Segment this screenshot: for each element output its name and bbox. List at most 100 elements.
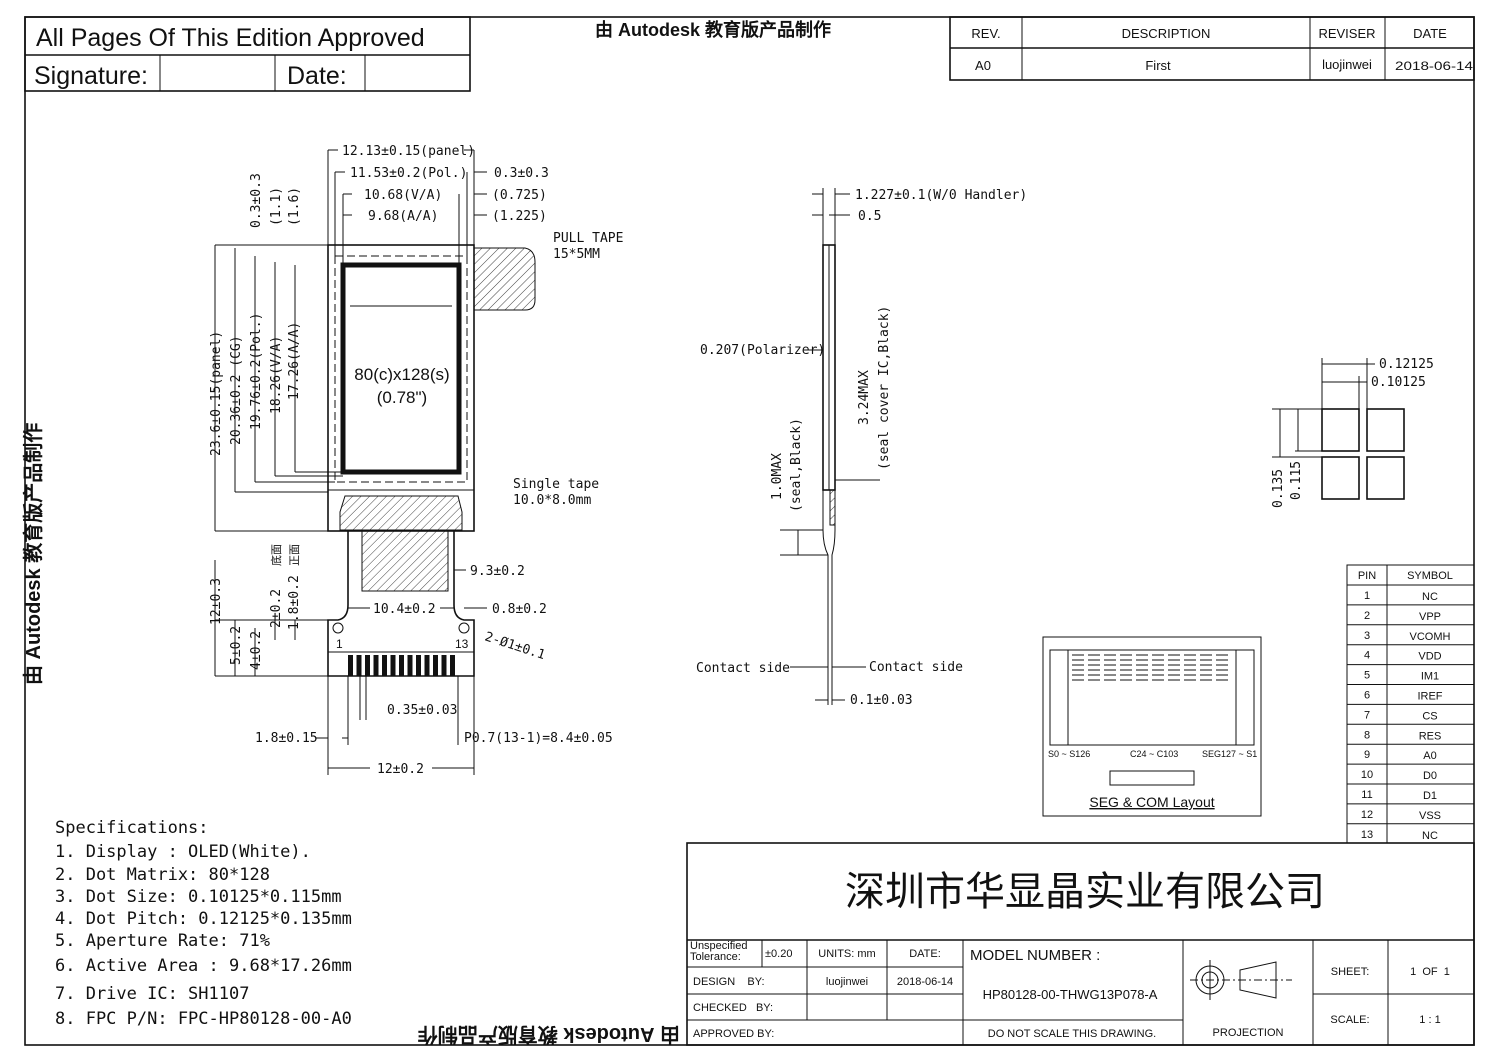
spec-title: Specifications: [55, 818, 209, 838]
pin-symbol: CS [1422, 710, 1437, 722]
pin-number: 10 [1361, 769, 1373, 781]
dim-1-1: (1.1) [269, 187, 284, 226]
dim-fpc-total-width: 12±0.2 [377, 762, 424, 777]
pin-number: 11 [1361, 789, 1372, 801]
contact-side-right: Contact side [869, 660, 963, 675]
pin-number: 4 [1364, 650, 1370, 662]
specifications: Specifications: 1. Display : OLED(White)… [55, 818, 352, 1029]
model-number-label: MODEL NUMBER : [970, 947, 1100, 964]
pin-symbol: NC [1422, 591, 1438, 603]
model-number: HP80128-00-THWG13P078-A [983, 987, 1158, 1002]
pin-symbol: VCOMH [1410, 631, 1451, 643]
pin-number: 5 [1364, 670, 1370, 682]
no-scale-note: DO NOT SCALE THIS DRAWING. [988, 1028, 1157, 1040]
dim-dot-size-y: 0.115 [1289, 461, 1304, 500]
pin-symbol: D0 [1423, 770, 1437, 782]
tolerance-label-box: Unspecified Tolerance: [690, 941, 747, 963]
dim-pol-height: 19.76±0.2(Pol.) [249, 313, 264, 430]
dim-dot-pitch-x: 0.12125 [1379, 357, 1434, 372]
dim-polarizer: 0.207(Polarizer) [700, 343, 825, 358]
single-tape-label: Single tape [513, 477, 599, 492]
fpc-contact [399, 655, 404, 676]
dim-aa-height: 17.26(A/A) [287, 322, 302, 400]
pin-number: 3 [1364, 630, 1370, 642]
fpc-contacts [348, 655, 455, 676]
dim-1225: (1.225) [492, 209, 547, 224]
fpc-contact [450, 655, 455, 676]
dim-0725: (0.725) [492, 188, 547, 203]
dim-0-5: 0.5 [858, 209, 881, 224]
approval-title: All Pages Of This Edition Approved [36, 24, 425, 52]
pull-tape-label: PULL TAPE [553, 231, 623, 246]
spec-item: 7. Drive IC: SH1107 [55, 984, 249, 1004]
fpc-contact [356, 655, 362, 676]
fpc-contact [416, 655, 421, 676]
dim-dot-size-x: 0.10125 [1371, 375, 1426, 390]
seg-com-layout: S0 ~ S126 C24 ~ C103 SEG127 ~ S1 SEG & C… [1042, 636, 1262, 817]
pin-symbol: D1 [1423, 790, 1437, 802]
dim-pitch: P0.7(13-1)=8.4±0.05 [464, 731, 613, 746]
pin-mark-13: 13 [455, 637, 469, 651]
date-label-block: DATE: [909, 948, 941, 960]
dim-va-height: 18.26(V/A) [269, 336, 284, 414]
dim-pol-width: 11.53±0.2(Pol.) [350, 166, 467, 181]
front-side-label: 正面 [288, 544, 301, 566]
designer: luojinwei [826, 976, 868, 988]
front-view: 80(c)x128(s) (0.78") 1 13 [209, 144, 623, 777]
watermark-bottom: 由 Autodesk 教育版产品制作 [418, 1023, 680, 1047]
pin-number: 2 [1364, 610, 1370, 622]
spec-item: 2. Dot Matrix: 80*128 [55, 865, 270, 885]
projection-label: PROJECTION [1213, 1027, 1284, 1039]
diagonal-label: (0.78") [377, 388, 427, 407]
fpc-contact [407, 655, 413, 676]
dim-0-8: 0.8±0.2 [492, 602, 547, 617]
dim-1-6: (1.6) [287, 187, 302, 226]
fpc-contact [348, 655, 353, 676]
com-label: C24 ~ C103 [1130, 749, 1178, 759]
dim-5: 5±0.2 [229, 626, 244, 665]
sheet-label: SHEET: [1331, 966, 1370, 978]
watermark-top: 由 Autodesk 教育版产品制作 [595, 19, 831, 40]
sheet-value: 1 OF 1 [1410, 966, 1450, 978]
matrix-label: 80(c)x128(s) [354, 365, 449, 384]
active-area [340, 262, 462, 475]
spec-item: 5. Aperture Rate: 71% [55, 931, 270, 951]
pin-header: PIN [1358, 570, 1376, 582]
design-by-label: DESIGN BY: [693, 976, 765, 988]
pin-number: 9 [1364, 749, 1370, 761]
tolerance-value: ±0.20 [765, 948, 792, 960]
company-name: 深圳市华显晶实业有限公司 [845, 869, 1325, 915]
approval-box: All Pages Of This Edition Approved Signa… [24, 16, 471, 92]
description-value: First [1145, 58, 1171, 73]
pin-symbol: IREF [1417, 691, 1442, 703]
pin-symbol: IM1 [1421, 671, 1439, 683]
fpc-contact [382, 655, 387, 676]
dim-fpc-width: 9.3±0.2 [470, 564, 525, 579]
spec-item: 6. Active Area : 9.68*17.26mm [55, 956, 352, 976]
fpc-contact [390, 655, 396, 676]
seg-label-right: SEG127 ~ S1 [1202, 749, 1257, 759]
dim-top-offset: 0.3±0.3 [249, 173, 264, 228]
seg-label-left: S0 ~ S126 [1048, 749, 1090, 759]
pin-number: 6 [1364, 690, 1370, 702]
dot-detail: 0.12125 0.10125 0.135 0.115 [1271, 357, 1434, 508]
dim-dot-pitch-y: 0.135 [1271, 469, 1286, 508]
date-label: Date: [287, 62, 347, 90]
watermark-left: 由 Autodesk 教育版产品制作 [21, 423, 45, 685]
seal-label: (seal,Black) [789, 418, 804, 512]
ic-height-label: 3.24MAX [857, 370, 872, 425]
title-block: 深圳市华显晶实业有限公司 Unspecified Tolerance: ±0.2… [686, 842, 1475, 1046]
description-header: DESCRIPTION [1122, 26, 1211, 41]
pin-number: 1 [1364, 590, 1370, 602]
contact-side-left: Contact side [696, 661, 790, 676]
dim-4: 4±0.2 [249, 631, 264, 670]
stiffener [361, 530, 449, 592]
fpc-contact [424, 655, 430, 676]
rev-header: REV. [971, 26, 1000, 41]
projection-symbol-icon [1190, 960, 1292, 1000]
back-side-label: 底面 [269, 544, 283, 566]
pin-number: 12 [1361, 809, 1373, 821]
revision-table: REV. DESCRIPTION REVISER DATE A0 First l… [949, 16, 1475, 81]
design-date: 2018-06-14 [897, 976, 953, 988]
